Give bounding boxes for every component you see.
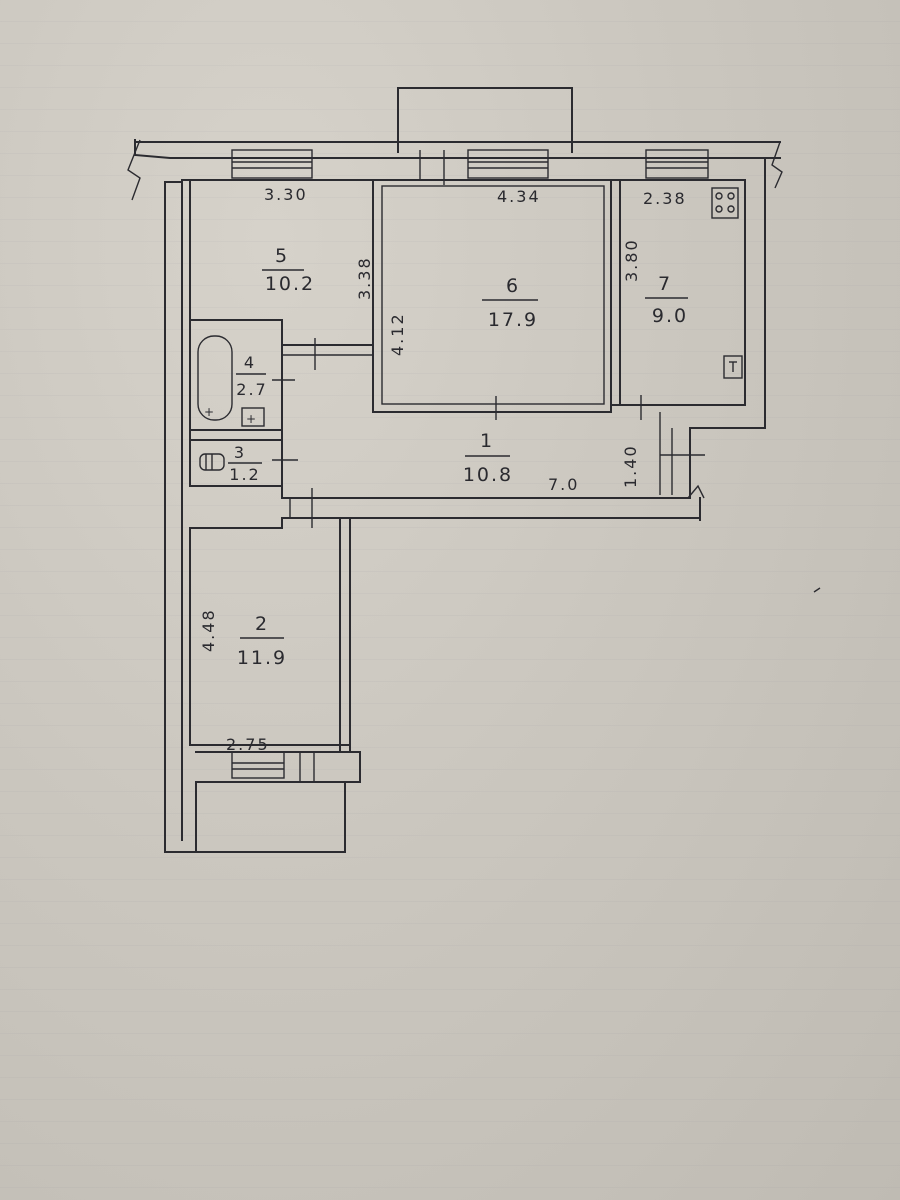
break-mark-corridor <box>687 484 705 499</box>
room-7-walls <box>610 179 746 406</box>
room-5-walls <box>189 179 374 346</box>
dim-room7-width: 2.38 <box>643 189 687 208</box>
window-room6 <box>467 149 549 179</box>
room-3-area: 1.2 <box>229 465 260 484</box>
room-2-bottom-wall <box>195 751 361 783</box>
room-2-walls <box>189 517 351 753</box>
bathtub-icon <box>197 335 233 421</box>
dim-corridor-length: 7.0 <box>548 475 579 494</box>
sink-icon <box>241 407 265 427</box>
room-4-number: 4 <box>244 353 256 372</box>
room-7-number: 7 <box>658 273 672 295</box>
room-2-number: 2 <box>255 613 269 635</box>
room-6-inner <box>381 185 605 405</box>
room-5-number: 5 <box>275 245 289 267</box>
dim-room5-depth: 3.38 <box>355 256 374 300</box>
window-room5 <box>231 149 313 179</box>
room-7-area: 9.0 <box>652 305 688 327</box>
room-5-area: 10.2 <box>265 273 315 295</box>
window-room2 <box>231 751 285 779</box>
room-6-number: 6 <box>506 275 520 297</box>
room-label-3: 3 1.2 <box>228 443 262 484</box>
window-room7 <box>645 149 709 179</box>
sink-cross-icon: + <box>246 412 256 426</box>
room-6-area: 17.9 <box>488 309 538 331</box>
dim-room7-depth: 3.80 <box>622 238 641 282</box>
dim-room2-width: 2.75 <box>226 735 270 754</box>
corridor-walls <box>281 344 701 521</box>
room-label-7: 7 9.0 <box>645 273 688 327</box>
outer-wall-top <box>134 139 781 159</box>
stray-mark <box>813 587 821 593</box>
room-6-walls <box>372 179 612 413</box>
room-1-area: 10.8 <box>463 464 513 486</box>
dim-room6-width: 4.34 <box>497 187 541 206</box>
outer-wall-left <box>164 181 183 841</box>
room-1-number: 1 <box>480 430 494 452</box>
entrance-door <box>660 428 705 495</box>
stove-icon <box>711 187 739 219</box>
room-2-area: 11.9 <box>237 647 287 669</box>
kitchen-sink-icon <box>723 355 743 379</box>
room-label-2: 2 11.9 <box>237 613 287 669</box>
break-mark-left <box>127 139 141 201</box>
room-label-4: 4 2.7 <box>236 353 267 399</box>
top-balcony <box>397 87 573 153</box>
room-label-1: 1 10.8 <box>463 430 513 486</box>
toilet-icon <box>199 453 225 471</box>
outer-wall-bottom <box>164 781 346 853</box>
room-label-6: 6 17.9 <box>482 275 538 331</box>
tap-icon: + <box>204 405 216 419</box>
room-4-area: 2.7 <box>236 380 267 399</box>
dim-room2-depth: 4.48 <box>199 608 218 652</box>
break-mark-right <box>771 141 783 189</box>
dim-room5-width: 3.30 <box>264 185 308 204</box>
dim-room6-depth: 4.12 <box>388 312 407 356</box>
dim-corridor-width: 1.40 <box>621 444 640 488</box>
room-label-5: 5 10.2 <box>262 245 315 295</box>
outer-wall-right <box>689 157 766 429</box>
room-3-number: 3 <box>234 443 246 462</box>
